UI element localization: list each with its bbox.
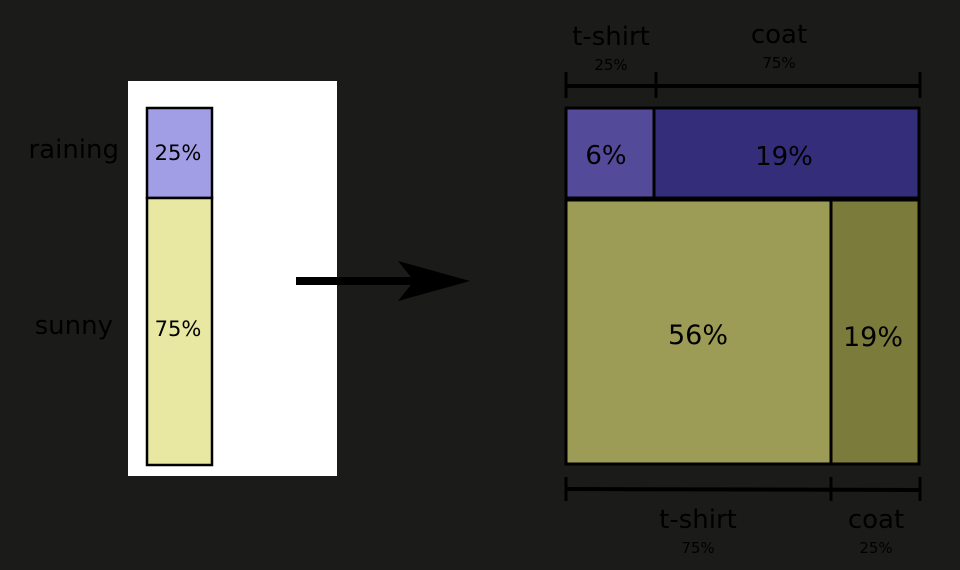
top-axis xyxy=(564,72,922,98)
bottom-tshirt-percent: 75% xyxy=(681,539,714,557)
sunny-coat-value: 19% xyxy=(843,322,903,353)
raining-tshirt-value: 6% xyxy=(585,141,626,171)
top-tshirt-percent: 25% xyxy=(594,56,627,74)
raining-coat-cell xyxy=(652,106,921,200)
bottom-tshirt-label: t-shirt xyxy=(659,505,737,535)
sunny-bar-segment xyxy=(145,196,214,467)
top-coat-label: coat xyxy=(751,20,807,50)
bottom-coat-label: coat xyxy=(848,505,904,535)
sunny-percent: 75% xyxy=(155,317,202,341)
sunny-coat-cell xyxy=(829,198,921,466)
sunny-label: sunny xyxy=(35,311,113,341)
sunny-tshirt-cell xyxy=(564,198,833,466)
raining-percent: 25% xyxy=(155,141,202,165)
sunny-tshirt-value: 56% xyxy=(668,320,728,351)
top-coat-percent: 75% xyxy=(762,54,795,72)
bottom-coat-percent: 25% xyxy=(859,539,892,557)
top-tshirt-label: t-shirt xyxy=(572,22,650,52)
raining-coat-value: 19% xyxy=(755,142,813,172)
raining-tshirt-cell xyxy=(564,106,656,200)
raining-label: raining xyxy=(28,135,119,165)
raining-bar-segment xyxy=(145,106,214,200)
right-arrow-icon xyxy=(296,261,470,301)
bottom-axis xyxy=(564,477,922,501)
